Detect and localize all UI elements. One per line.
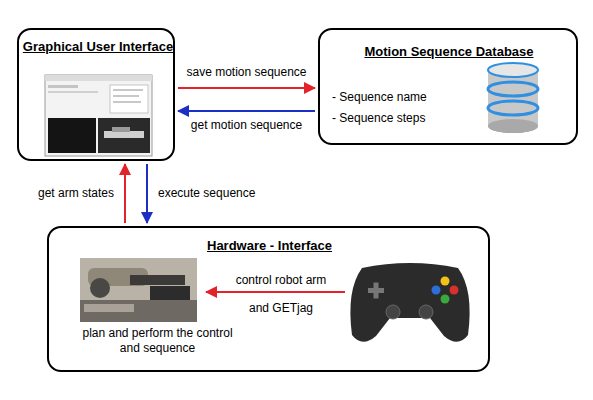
connector-arrow [124,164,126,223]
edge-label: get motion sequence [189,118,304,133]
edge-label: save motion sequence [184,65,308,80]
box-heading: Graphical User Interface [19,39,177,55]
edge-label: get arm states [36,186,116,201]
box-heading: Motion Sequence Database [320,44,578,60]
gui-box: Graphical User Interface [17,28,175,161]
hardware-box: Hardware - Interface plan and perform the… [47,226,490,372]
arrow-label: control robot arm and GETjag [226,266,336,322]
box-heading: Hardware - Interface [49,238,490,254]
edge-label: execute sequence [156,186,257,201]
database-box: Motion Sequence Database - Sequence name -… [318,28,578,145]
control-arrow [206,291,345,293]
database-icon [488,63,538,133]
robot-photo [80,258,197,322]
gui-screenshot [45,75,152,156]
connector-arrow [178,110,315,112]
connector-arrow [178,87,315,89]
gamepad-icon [350,263,469,342]
box-text: - Sequence name [332,90,482,105]
connector-arrow [146,164,148,223]
box-text: - Sequence steps [332,111,482,126]
box-text: plan and perform the control and sequenc… [75,326,240,356]
